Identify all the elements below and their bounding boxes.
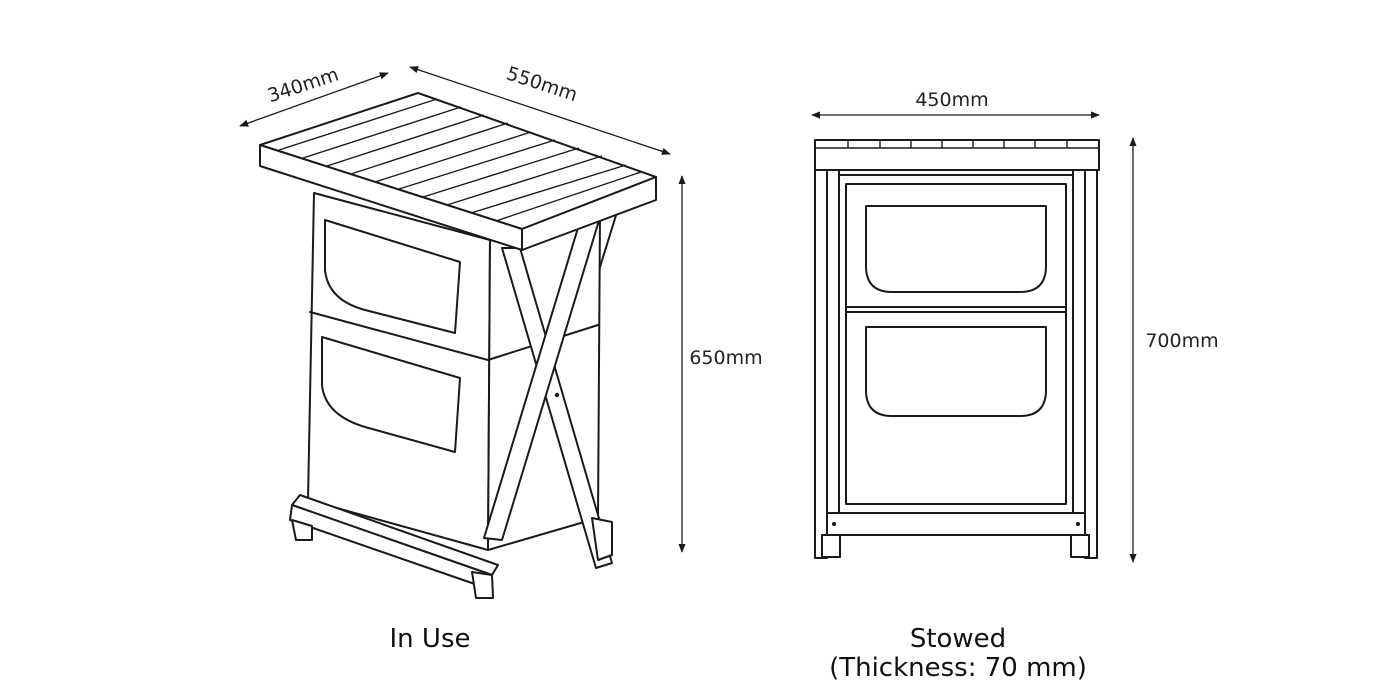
in-use-figure: 340mm 550mm 650mm: [239, 63, 763, 599]
stowed-subcaption: (Thickness: 70 mm): [829, 653, 1087, 683]
stowed-dim-width-label: 450mm: [915, 89, 988, 111]
stowed-caption: Stowed: [909, 624, 1007, 654]
stowed-lower-window: [865, 326, 1047, 417]
dim-width-label: 550mm: [504, 63, 581, 107]
dim-depth-label: 340mm: [265, 64, 342, 108]
stowed-upper-window: [865, 205, 1047, 293]
upper-window: [324, 219, 461, 334]
lower-window: [321, 336, 461, 453]
in-use-caption: In Use: [389, 624, 471, 654]
dim-height-label: 650mm: [689, 347, 762, 369]
stowed-dim-height-label: 700mm: [1145, 330, 1218, 352]
stowed-figure: 450mm 700mm: [811, 89, 1219, 563]
